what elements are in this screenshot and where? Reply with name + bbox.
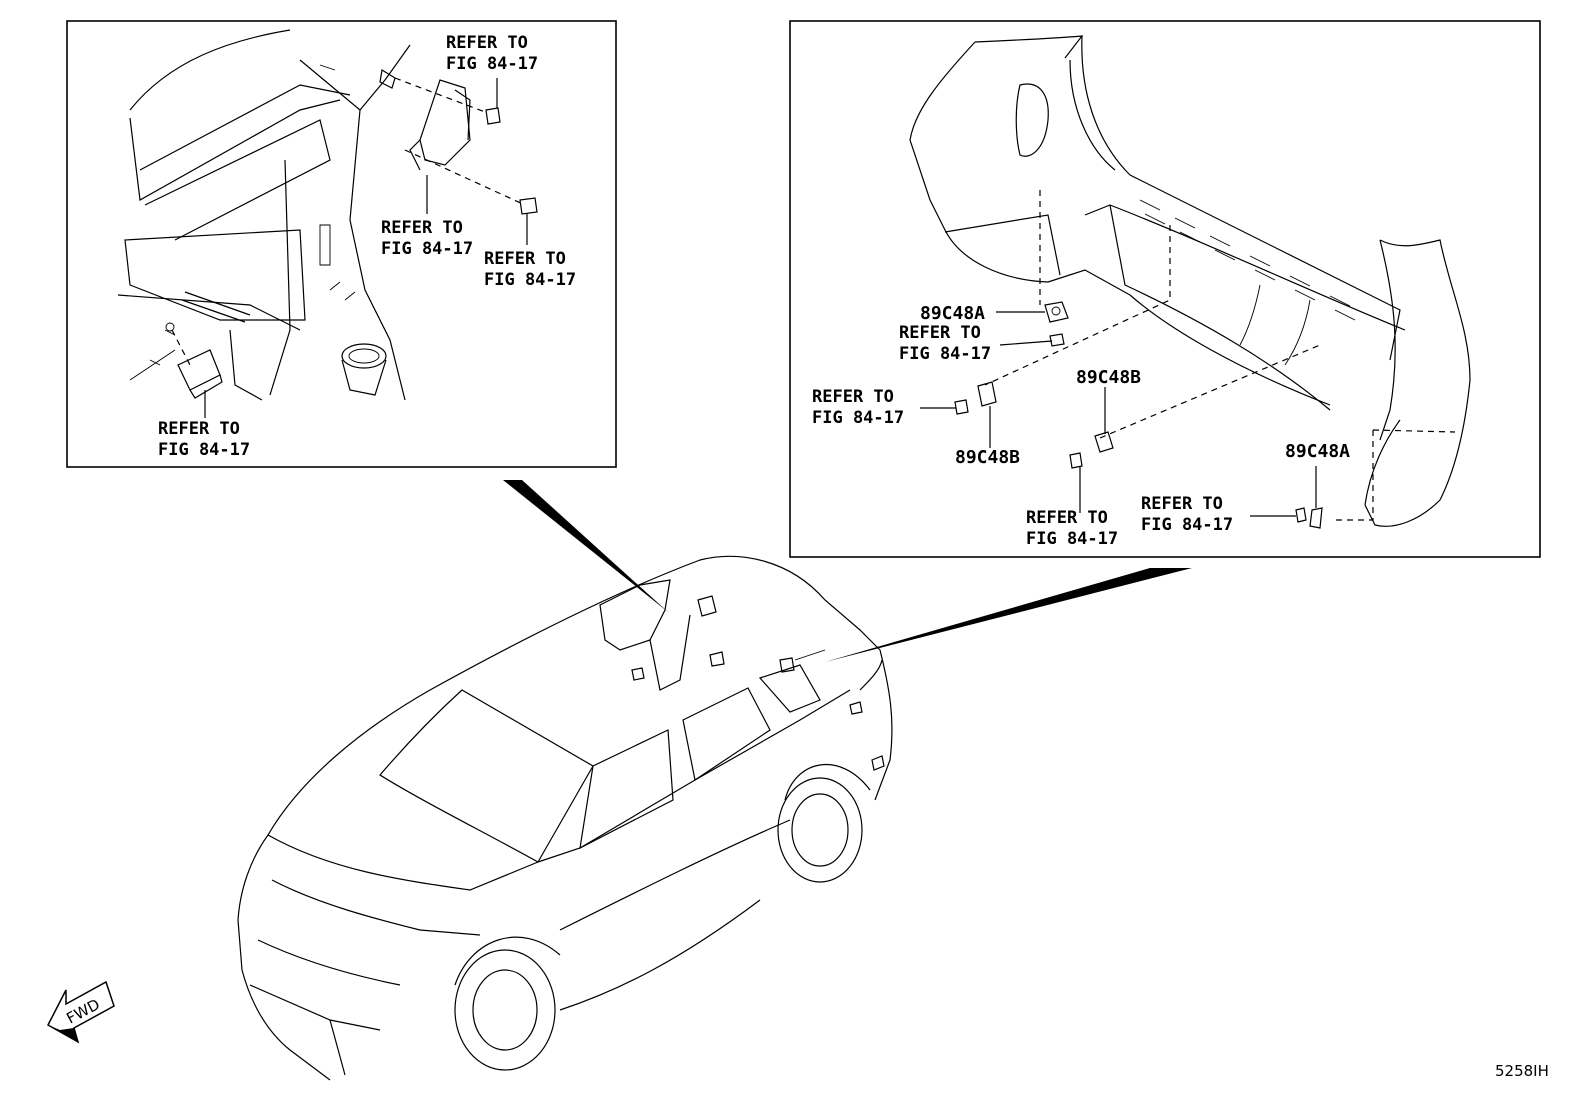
side-window-rear	[682, 687, 771, 781]
parking-sensor	[1044, 301, 1069, 323]
part-number-label[interactable]: 89C48B	[1076, 367, 1141, 388]
callout-refer-line1: REFER TO	[381, 218, 463, 238]
grommet-hole	[341, 343, 387, 369]
retainer	[1049, 333, 1065, 347]
parking-sensor	[1094, 431, 1114, 453]
rear-body-structure	[117, 29, 411, 401]
callout-fig-ref[interactable]: FIG 84-17	[1141, 515, 1233, 535]
guide-line	[1372, 429, 1456, 433]
reflector-recess	[1015, 83, 1049, 157]
callout-refer-line1: REFER TO	[158, 419, 240, 439]
left-panel-pointer	[503, 480, 668, 612]
part-number-label[interactable]: 89C48A	[920, 303, 985, 324]
callout-fig-ref[interactable]: FIG 84-17	[158, 440, 250, 460]
bolt	[485, 107, 501, 125]
right-panel-pointer	[825, 568, 1192, 662]
callout-fig-ref[interactable]: FIG 84-17	[446, 54, 538, 74]
callout-fig-ref[interactable]: FIG 84-17	[381, 239, 473, 259]
guide-line	[1332, 430, 1374, 521]
figure-id: 5258IH	[1495, 1062, 1549, 1080]
callout-refer-line1: REFER TO	[899, 323, 981, 343]
leader-line	[999, 340, 1053, 346]
part-number-label[interactable]: 89C48A	[1285, 441, 1350, 462]
rear-bumper-cover	[909, 35, 1471, 527]
retainer	[1069, 452, 1083, 469]
parking-sensor	[977, 381, 997, 407]
callout-fig-ref[interactable]: FIG 84-17	[1026, 529, 1118, 549]
retainer	[1295, 507, 1307, 523]
sensor-bracket	[379, 69, 538, 215]
quarter-window	[758, 664, 821, 713]
radar-module	[165, 322, 223, 399]
callout-refer-line1: REFER TO	[1141, 494, 1223, 514]
rear-wheel	[777, 777, 863, 883]
parking-sensor	[1309, 507, 1323, 529]
retainer	[954, 399, 969, 415]
left-panel-frame	[66, 20, 617, 468]
guide-line	[1099, 344, 1321, 439]
callout-refer-line1: REFER TO	[812, 387, 894, 407]
callout-fig-ref[interactable]: FIG 84-17	[899, 344, 991, 364]
callout-fig-ref[interactable]: FIG 84-17	[484, 270, 576, 290]
side-window-front	[579, 729, 674, 850]
rear-structure-cutaway	[599, 579, 671, 651]
front-wheel	[454, 949, 556, 1071]
callout-fig-ref[interactable]: FIG 84-17	[812, 408, 904, 428]
callout-refer-line1: REFER TO	[1026, 508, 1108, 528]
windshield	[379, 689, 594, 863]
vehicle-overview	[237, 555, 893, 1081]
left-inset-panel: REFER TO FIG 84-17 REFER TO FIG 84-17 RE…	[66, 20, 617, 468]
forward-direction-arrow: FWD	[47, 980, 115, 1044]
callout-refer-line1: REFER TO	[484, 249, 566, 269]
guide-line	[984, 225, 1171, 386]
part-number-label[interactable]: 89C48B	[955, 447, 1020, 468]
callout-refer-line1: REFER TO	[446, 33, 528, 53]
right-panel-frame	[789, 20, 1541, 558]
right-inset-panel: 89C48A 89C48B 89C48B 89C48A REFER TO FIG…	[789, 20, 1541, 558]
bolt	[519, 197, 538, 215]
